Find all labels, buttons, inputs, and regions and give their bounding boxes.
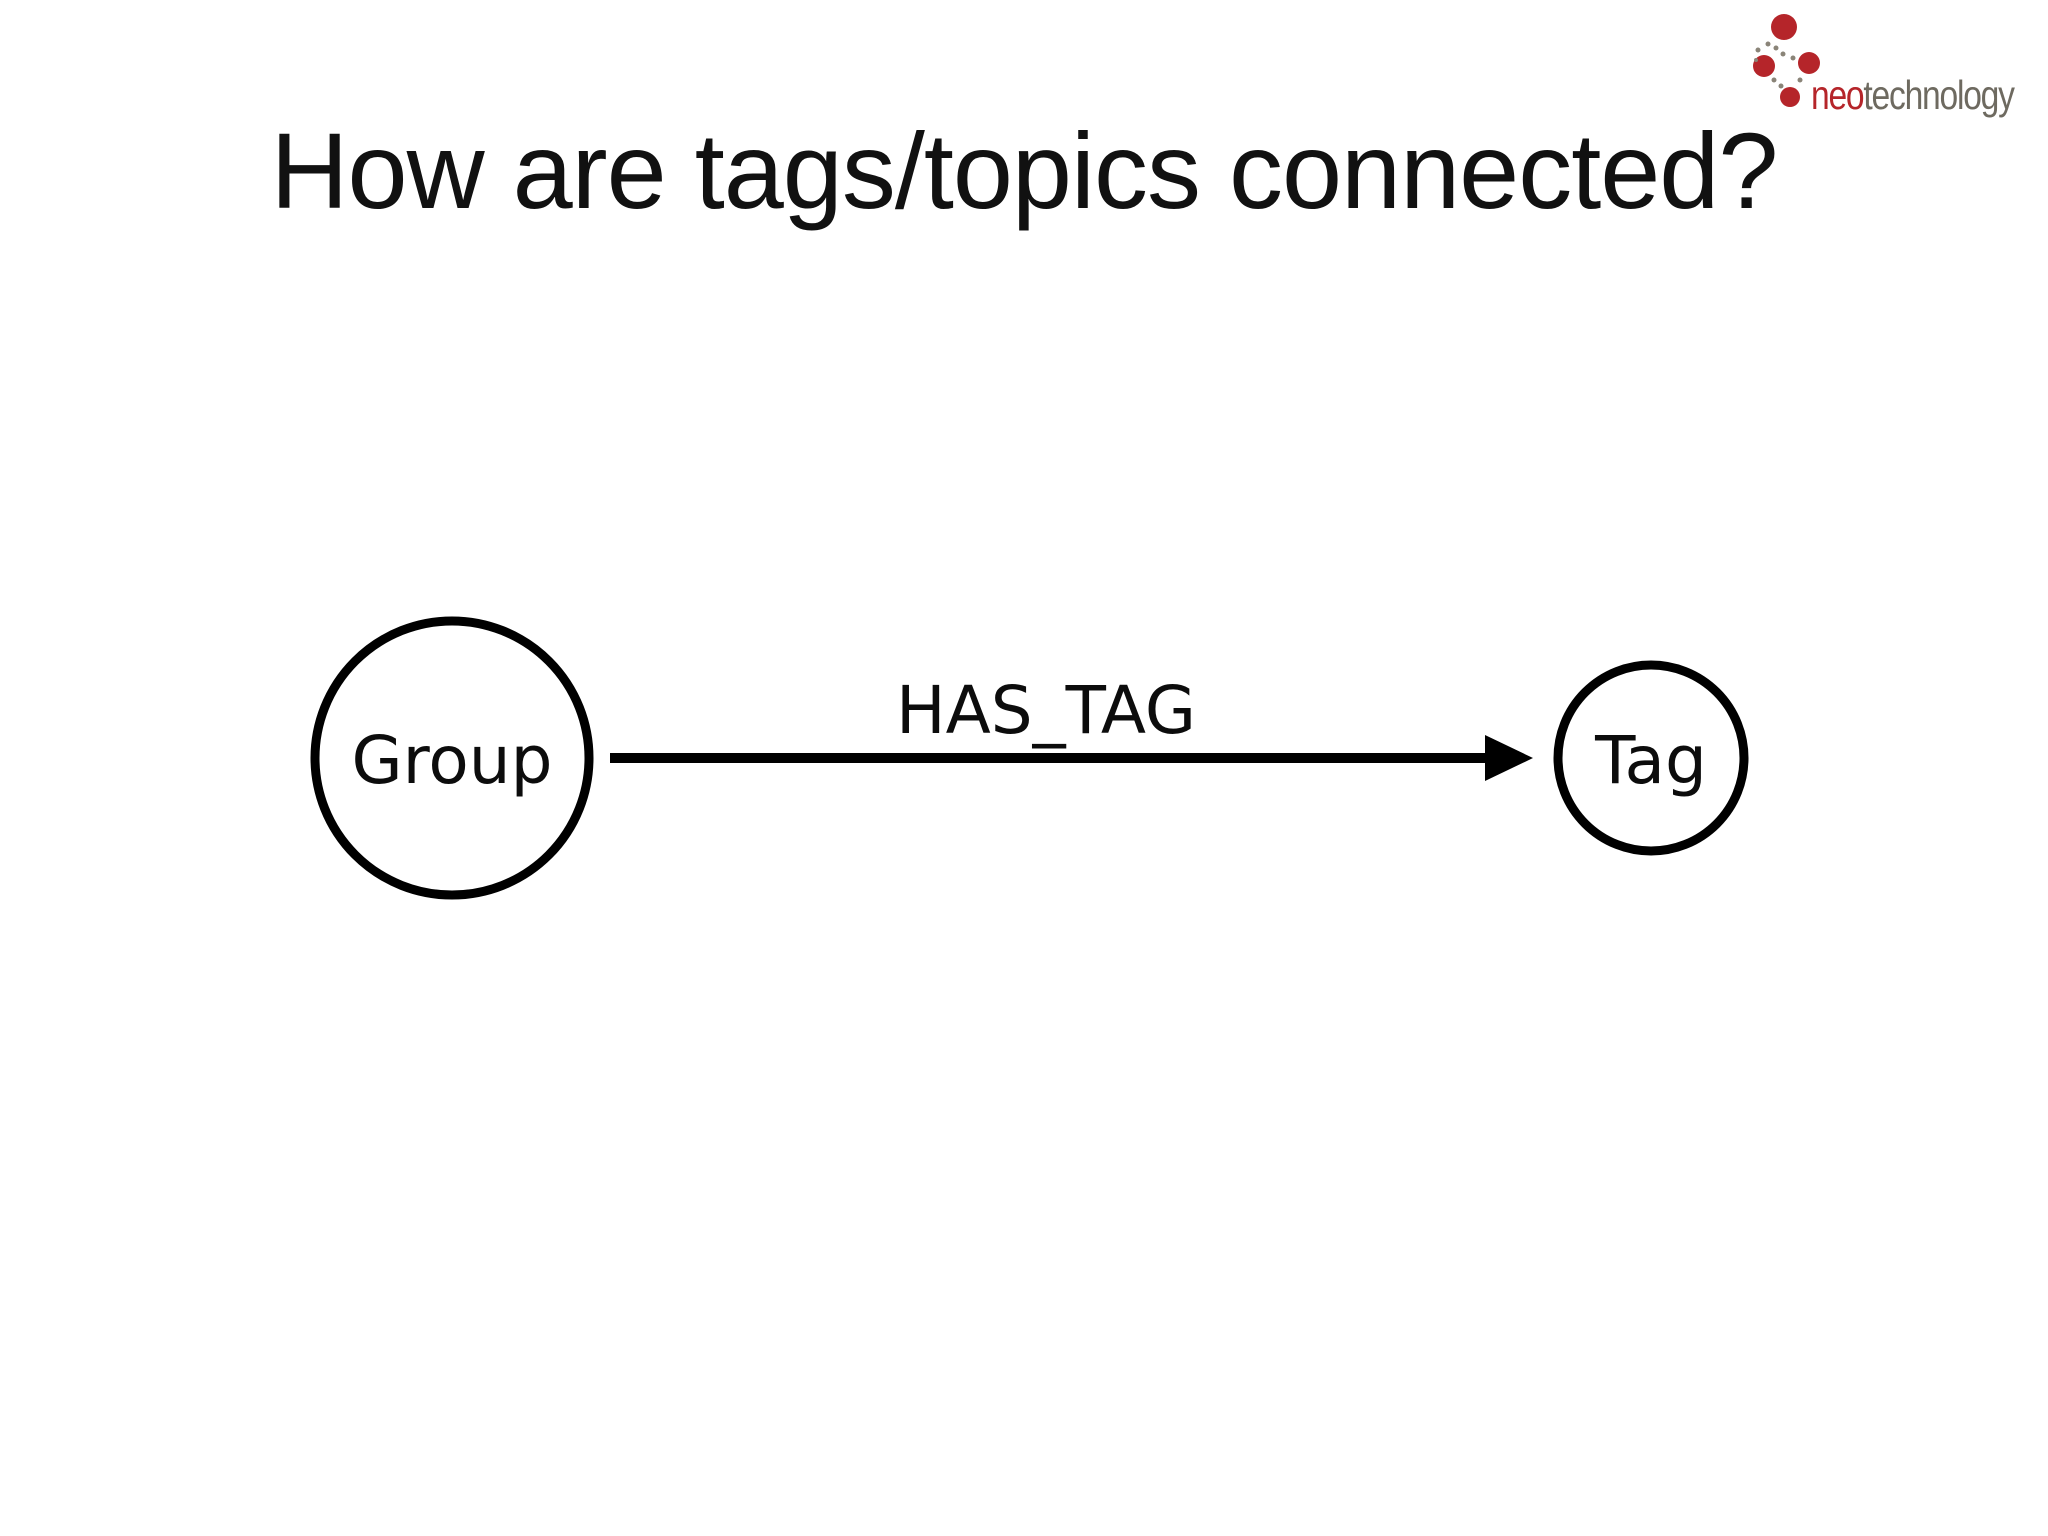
logo-brand-suffix: technology [1863, 72, 2015, 118]
node-tag-label: Tag [1594, 722, 1707, 799]
logo-brand-prefix: neo [1811, 72, 1865, 118]
edge-arrowhead [1485, 735, 1533, 781]
slide-title: How are tags/topics connected? [270, 110, 1779, 231]
node-group [310, 616, 594, 900]
logo-wordmark: neotechnology [1811, 72, 2015, 119]
edge-has-tag-label: HAS_TAG [896, 672, 1196, 749]
logo-graph-icon [1753, 14, 1820, 107]
neotechnology-logo: neotechnology [1748, 10, 2048, 120]
node-tag [1553, 660, 1749, 856]
node-group-label: Group [352, 722, 553, 799]
